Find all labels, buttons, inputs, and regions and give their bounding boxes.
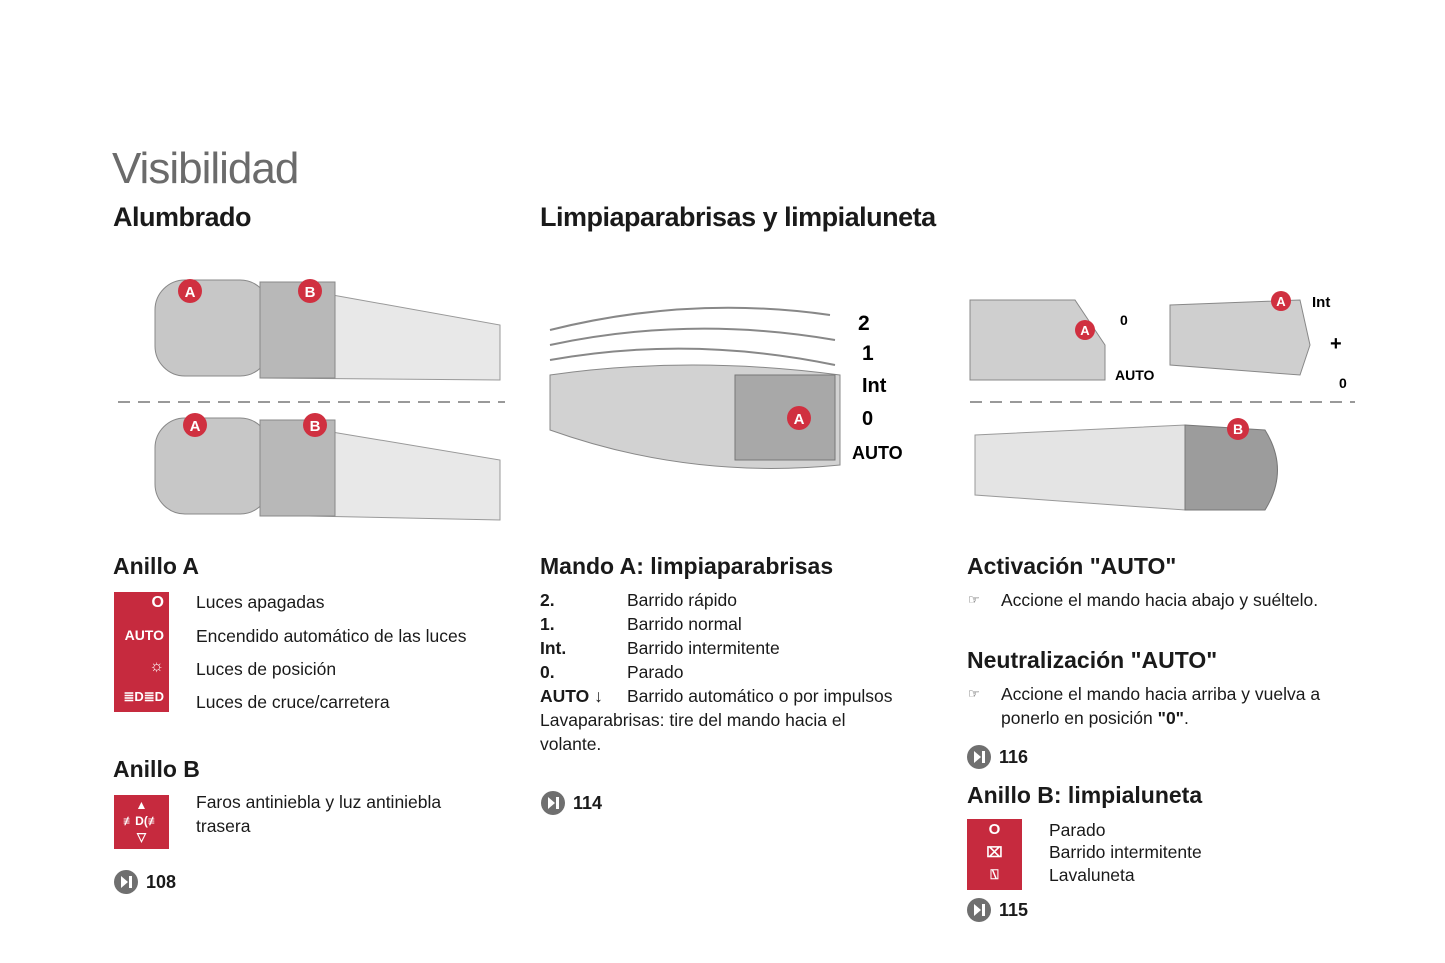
position-2-label: 2	[858, 312, 870, 335]
label-a: A	[190, 418, 201, 435]
int-label: Int	[1312, 294, 1330, 311]
label-a: A	[794, 411, 805, 428]
section-title-wipers: Limpiaparabrisas y limpialuneta	[540, 202, 936, 232]
page-ref-116[interactable]: 116	[967, 745, 1028, 769]
label-a: A	[1080, 323, 1090, 338]
rear-wiper-title: Anillo B: limpialuneta	[967, 782, 1203, 808]
auto-label: AUTO	[1115, 367, 1155, 383]
position-int-label: Int	[862, 375, 887, 397]
rear-wipe-icon: ⌧	[986, 844, 1003, 860]
activation-title: Activación "AUTO"	[967, 553, 1177, 579]
page-ref-number: 115	[999, 899, 1029, 920]
rear-wiper-item: Lavaluneta	[1049, 865, 1135, 885]
ring-a-icon-panel: O AUTO ☼ ≣D≣D	[114, 592, 169, 712]
row-key: Int.	[540, 638, 567, 658]
neutral-title: Neutralización "AUTO"	[967, 647, 1218, 673]
page-ref-icon	[541, 791, 565, 815]
plus-label: +	[1330, 333, 1342, 355]
row-key: 2.	[540, 590, 555, 610]
bullet-icon: ☞	[968, 686, 980, 701]
rear-wiper-item: Parado	[1049, 820, 1106, 840]
ring-b-item: Faros antiniebla y luz antiniebla traser…	[196, 792, 442, 836]
position-1-label: 1	[862, 342, 874, 365]
zero-label: 0	[1339, 375, 1347, 391]
rear-wiper-icon-panel: O ⌧ ⍂	[967, 819, 1022, 890]
fog-light-icon: ▲≢D(≢▽	[114, 795, 169, 849]
label-a: A	[185, 284, 196, 301]
page-ref-number: 114	[573, 792, 603, 813]
off-icon: O	[988, 821, 1001, 838]
row-value: Barrido normal	[627, 614, 742, 634]
auto-stalk-illustration: A A B 0 AUTO Int + 0	[969, 291, 1355, 511]
activation-text: Accione el mando hacia abajo y suéltelo.	[1001, 590, 1319, 610]
control-a-row: 2. Barrido rápido	[540, 588, 893, 612]
control-a-title: Mando A: limpiaparabrisas	[540, 553, 834, 579]
row-value: Barrido rápido	[627, 590, 737, 610]
page-ref-icon	[967, 745, 991, 769]
row-value: Barrido automático o por impulsos	[627, 686, 893, 706]
rear-wash-icon: ⍂	[990, 866, 999, 882]
ring-a-item: Luces apagadas	[196, 592, 325, 612]
page-ref-number: 116	[999, 746, 1029, 767]
zero-label: 0	[1120, 312, 1128, 328]
row-value: Parado	[627, 662, 684, 682]
lighting-stalk-illustration: A B A B	[118, 279, 505, 521]
control-a-table: 2. Barrido rápido 1. Barrido normal Int. Ba…	[540, 588, 893, 756]
position-0-label: 0	[862, 408, 873, 430]
control-a-row: 0. Parado	[540, 660, 893, 684]
neutral-position: "0"	[1157, 708, 1184, 728]
bullet-icon: ☞	[968, 592, 980, 607]
label-b: B	[305, 284, 316, 301]
label-a: A	[1276, 294, 1286, 309]
control-a-row: Int. Barrido intermitente	[540, 636, 893, 660]
sidelight-icon: ☼	[149, 658, 164, 675]
page-title: Visibilidad	[112, 144, 299, 193]
page-ref-icon	[114, 870, 138, 894]
ring-a-item: Luces de cruce/carretera	[196, 692, 390, 712]
auto-icon: AUTO	[124, 627, 164, 643]
row-key: AUTO ↓	[540, 686, 603, 706]
ring-a-item: Encendido automático de las luces	[196, 626, 467, 646]
page-ref-114[interactable]: 114	[541, 791, 602, 815]
neutral-text: Accione el mando hacia arriba y vuelva a…	[1001, 684, 1321, 728]
ring-a-title: Anillo A	[113, 553, 200, 579]
ring-b-title: Anillo B	[113, 756, 200, 782]
position-auto-label: AUTO	[852, 443, 903, 463]
control-a-row: AUTO ↓ Barrido automático o por impulsos	[540, 684, 893, 708]
washer-note: Lavaparabrisas: tire del mando hacia el …	[540, 710, 846, 754]
label-b: B	[310, 418, 321, 435]
control-a-row: 1. Barrido normal	[540, 612, 893, 636]
page-ref-108[interactable]: 108	[114, 870, 176, 894]
section-title-lighting: Alumbrado	[113, 202, 252, 232]
rear-wiper-item: Barrido intermitente	[1049, 842, 1202, 862]
row-key: 0.	[540, 662, 555, 682]
wiper-stalk-illustration: A 2 1 Int 0 AUTO	[549, 306, 903, 469]
row-key: 1.	[540, 614, 555, 634]
label-b: B	[1233, 421, 1243, 437]
ring-a-item: Luces de posición	[196, 659, 337, 679]
page-ref-number: 108	[146, 871, 177, 892]
headlight-icon: ≣D≣D	[123, 689, 164, 704]
neutral-text-body: Accione el mando hacia arriba y vuelva a…	[1001, 684, 1321, 728]
page-ref-icon	[967, 898, 991, 922]
page-ref-115[interactable]: 115	[967, 898, 1028, 922]
off-icon: O	[151, 594, 164, 611]
row-value: Barrido intermitente	[627, 638, 780, 658]
